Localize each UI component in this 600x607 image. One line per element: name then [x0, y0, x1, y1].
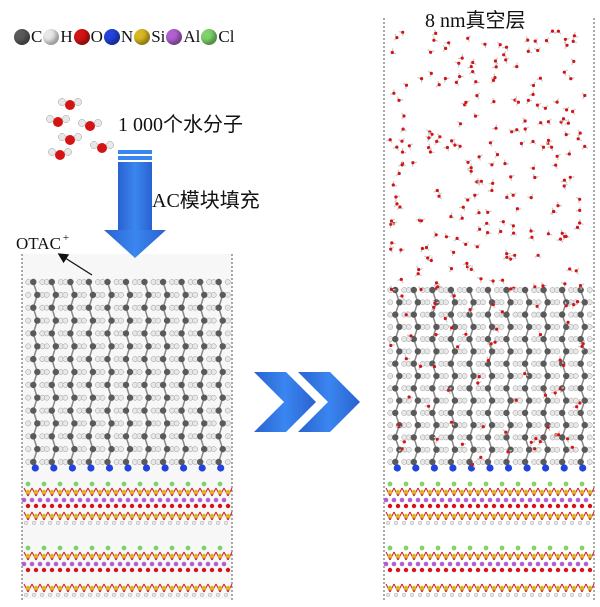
- h-atom-icon: [43, 29, 60, 45]
- right-clay-layers: [383, 481, 595, 598]
- left-surfactant-layer: [25, 278, 231, 472]
- legend-symbol: C: [31, 27, 43, 46]
- double-chevron-icon: [254, 372, 360, 432]
- fill-down-arrow: [104, 150, 166, 258]
- legend-item-cl: Cl: [201, 27, 234, 47]
- legend-symbol: N: [120, 27, 134, 46]
- legend-item-al: Al: [166, 27, 200, 47]
- oxygen-atom-icon: [53, 117, 63, 127]
- legend-item-n: N: [103, 27, 134, 47]
- oxygen-atom-icon: [85, 121, 95, 131]
- al-atom-icon: [166, 29, 183, 45]
- n-atom-icon: [103, 29, 120, 45]
- oxygen-atom-icon: [65, 100, 75, 110]
- si-atom-icon: [134, 29, 151, 45]
- left-clay-layers: [21, 481, 233, 598]
- otac-label: OTAC+: [16, 232, 69, 254]
- legend-symbol: O: [90, 27, 103, 46]
- oxygen-atom-icon: [55, 150, 65, 160]
- oxygen-atom-icon: [65, 135, 75, 145]
- legend-symbol: H: [60, 27, 73, 46]
- legend-symbol: Cl: [218, 27, 235, 46]
- water-molecules-region: [386, 29, 589, 469]
- vacuum-layer-label: 8 nm真空层: [425, 10, 526, 32]
- right-simulation-box: [384, 18, 594, 600]
- otac-text: OTAC: [16, 234, 61, 253]
- oxygen-atom-icon: [97, 143, 107, 153]
- water-molecules-label: 1 000个水分子: [118, 114, 243, 136]
- otac-charge: +: [62, 232, 70, 244]
- legend-item-o: O: [73, 27, 103, 47]
- c-atom-icon: [14, 29, 30, 45]
- legend-item-c: C: [14, 27, 42, 47]
- legend-symbol: Al: [183, 27, 201, 46]
- otac-pointer-arrow: [57, 253, 93, 276]
- cl-atom-icon: [201, 29, 218, 45]
- o-atom-icon: [73, 29, 90, 45]
- legend-item-h: H: [43, 27, 73, 47]
- legend-symbol: Si: [151, 27, 166, 46]
- water-cluster-icon: [46, 98, 114, 160]
- legend-item-si: Si: [134, 27, 165, 47]
- module-fill-label: AC模块填充: [152, 190, 260, 212]
